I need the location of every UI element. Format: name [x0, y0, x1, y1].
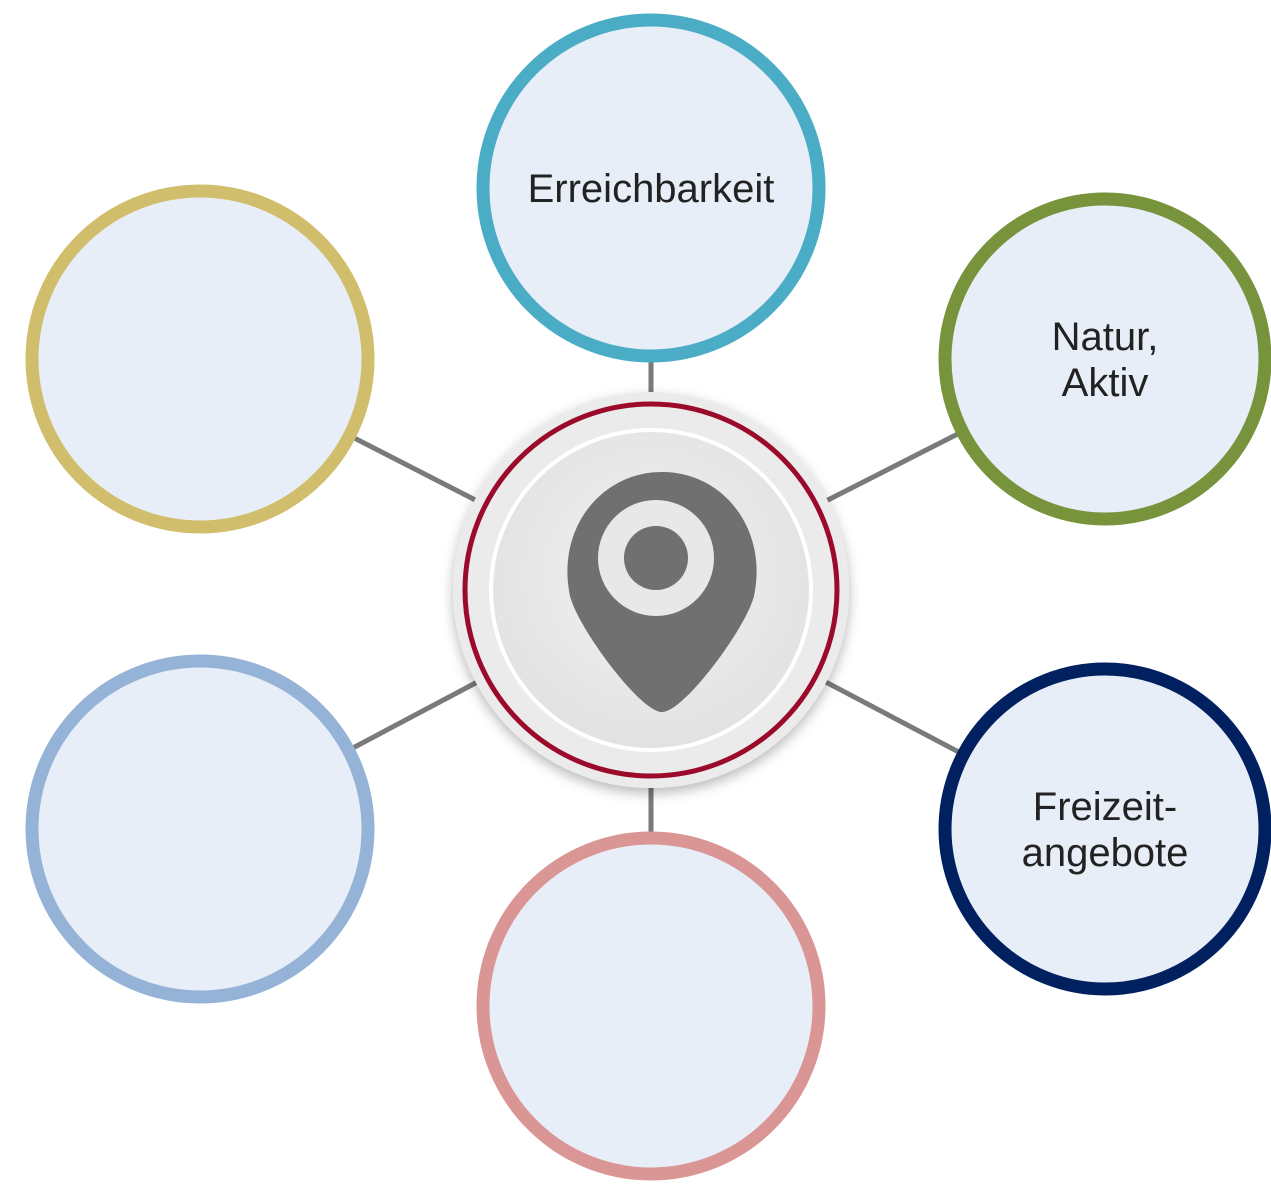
node-label-upper-right-line-1: Natur,: [1052, 315, 1159, 359]
node-circle-upper-left: [25, 184, 375, 534]
node-label-upper-right-line-2: Aktiv: [1062, 361, 1149, 405]
node-circle-lower-left: [25, 654, 375, 1004]
center-hub: [453, 392, 849, 788]
pin-dot: [624, 526, 688, 590]
center-ring: [462, 401, 840, 779]
node-label-lower-right-line-1: Freizeit-: [1033, 785, 1177, 829]
node-lower-left: [25, 654, 375, 1004]
node-top: Erreichbarkeit: [476, 13, 826, 363]
outer-nodes: ErreichbarkeitNatur,AktivFreizeit-angebo…: [25, 13, 1271, 1181]
node-circle-bottom: [476, 831, 826, 1181]
location-pin-icon: [567, 472, 757, 712]
node-label-top-line-1: Erreichbarkeit: [528, 167, 775, 211]
node-circle-lower-right: [938, 662, 1271, 996]
node-bottom: [476, 831, 826, 1181]
node-upper-right: Natur,Aktiv: [938, 192, 1271, 526]
node-label-lower-right-line-2: angebote: [1022, 831, 1189, 875]
node-circle-top: [476, 13, 826, 363]
node-circle-upper-right: [938, 192, 1271, 526]
node-lower-right: Freizeit-angebote: [938, 662, 1271, 996]
node-upper-left: [25, 184, 375, 534]
